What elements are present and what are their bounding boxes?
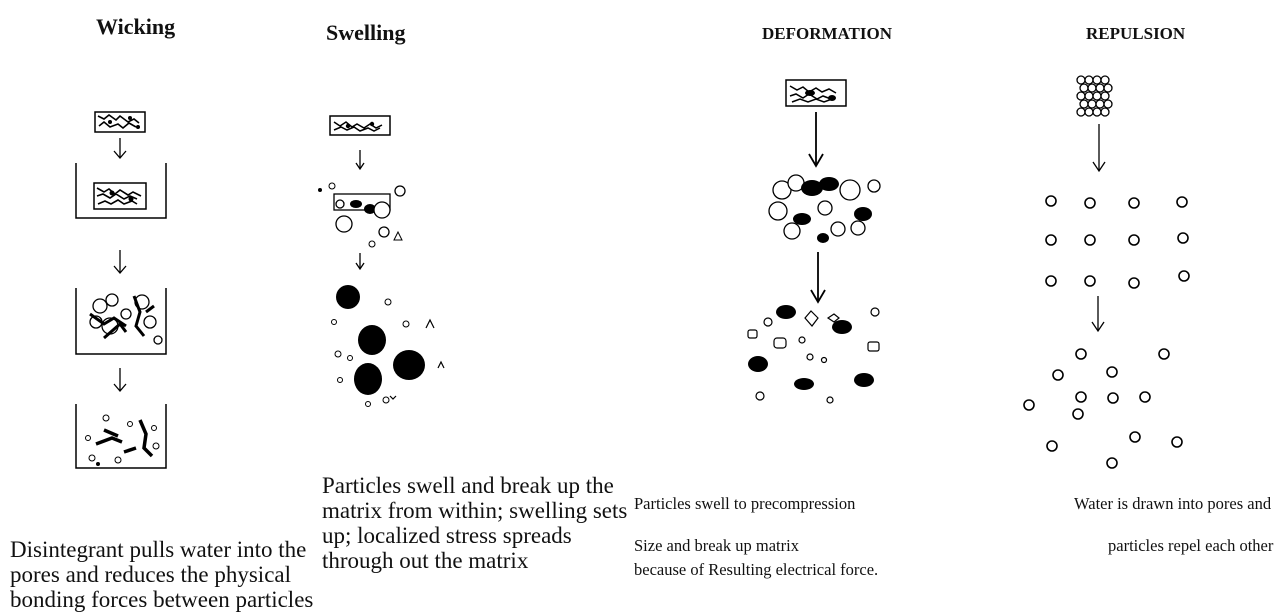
repulsion-caption-line: particles repel each other [1108, 536, 1274, 555]
dispersed-particle [1178, 270, 1190, 282]
packed-particle [1079, 83, 1089, 93]
packed-particle [1095, 99, 1105, 109]
swelling-title: Swelling [326, 20, 406, 45]
deformation-arrow-2 [810, 252, 826, 304]
deformation-caption-line: because of Resulting electrical force. [634, 560, 879, 579]
wicking-caption-line: bonding forces between particles [10, 587, 314, 612]
dispersed-particle [1128, 234, 1140, 246]
repulsion-scattered-particles [1023, 348, 1183, 469]
packed-particle [1084, 91, 1094, 101]
repulsion-caption: Water is drawn into pores and particles … [950, 494, 1286, 562]
swelling-particles-swollen [331, 285, 445, 407]
packed-particle [1100, 75, 1110, 85]
packed-particle [1087, 83, 1097, 93]
wicking-beaker-3 [75, 404, 167, 469]
wicking-caption-line: Disintegrant pulls water into the [10, 537, 307, 562]
repelled-particle [1106, 457, 1118, 469]
wicking-tablet [94, 111, 146, 133]
dispersed-particle [1128, 197, 1140, 209]
wicking-caption: Disintegrant pulls water into the pores … [10, 538, 313, 613]
packed-particle [1100, 91, 1110, 101]
repelled-particle [1129, 431, 1141, 443]
packed-particle [1103, 99, 1113, 109]
wicking-beaker-2 [75, 288, 167, 355]
repelled-particle [1072, 408, 1084, 420]
packed-particle [1084, 75, 1094, 85]
dispersed-particle [1128, 277, 1140, 289]
repelled-particle [1075, 391, 1087, 403]
wicking-beaker-1 [75, 163, 167, 219]
swelling-caption-line: up; localized stress spreads [322, 523, 572, 548]
deformation-title: DEFORMATION [762, 24, 893, 43]
repulsion-caption-line: Water is drawn into pores and [1074, 494, 1272, 513]
swelling-panel: Swelling [310, 0, 627, 606]
repelled-particle [1106, 366, 1118, 378]
packed-particle [1076, 91, 1086, 101]
dispersed-particle [1045, 234, 1057, 246]
wicking-panel: Wicking [0, 0, 313, 611]
repulsion-grid-particles [1045, 195, 1190, 289]
dispersed-particle [1084, 234, 1096, 246]
repelled-particle [1052, 369, 1064, 381]
repulsion-arrow-1 [1092, 124, 1106, 173]
repulsion-illustration [1023, 75, 1190, 469]
wicking-caption-line: pores and reduces the physical [10, 562, 292, 587]
deformation-particles-deformed [747, 305, 880, 404]
repelled-particle [1158, 348, 1170, 360]
packed-particle [1095, 83, 1105, 93]
dispersed-particle [1084, 275, 1096, 287]
wicking-arrow-2 [113, 250, 127, 274]
repelled-particle [1107, 392, 1119, 404]
packed-particle [1087, 99, 1097, 109]
repulsion-arrow-2 [1091, 296, 1105, 333]
swelling-caption-line: matrix from within; swelling sets [322, 498, 628, 523]
swelling-caption-line: Particles swell and break up the [322, 473, 614, 498]
swelling-illustration [318, 115, 445, 407]
dispersed-particle [1084, 197, 1096, 209]
repelled-particle [1075, 348, 1087, 360]
deformation-illustration [747, 79, 881, 404]
repelled-particle [1023, 399, 1035, 411]
deformation-panel: DEFORMATION [610, 0, 950, 606]
swelling-tablet [329, 115, 391, 136]
repulsion-panel: REPULSION Water is drawn into pores and … [950, 0, 1286, 606]
repelled-particle [1171, 436, 1183, 448]
packed-particle [1076, 107, 1086, 117]
repulsion-title: REPULSION [1086, 24, 1186, 43]
swelling-particles-breaking [318, 182, 406, 248]
repelled-particle [1046, 440, 1058, 452]
deformation-caption-line: Size and break up matrix [634, 536, 799, 555]
wicking-arrow-1 [113, 138, 127, 159]
deformation-caption: Particles swell to precompression Size a… [634, 494, 879, 586]
packed-particle [1100, 107, 1110, 117]
packed-particle [1092, 75, 1102, 85]
packed-particle [1084, 107, 1094, 117]
dispersed-particle [1045, 275, 1057, 287]
packed-particle [1092, 107, 1102, 117]
wicking-arrow-3 [113, 368, 127, 392]
swelling-arrow-2 [355, 253, 365, 271]
dispersed-particle [1045, 195, 1057, 207]
dispersed-particle [1176, 196, 1188, 208]
repelled-particle [1139, 391, 1151, 403]
deformation-arrow-1 [808, 112, 824, 168]
deformation-particles-swelling [768, 174, 881, 243]
packed-particle [1103, 83, 1113, 93]
packed-particle [1079, 99, 1089, 109]
wicking-title: Wicking [96, 14, 176, 39]
swelling-caption-line: through out the matrix [322, 548, 529, 573]
dispersed-particle [1177, 232, 1189, 244]
swelling-arrow-1 [355, 150, 365, 171]
packed-particle [1092, 91, 1102, 101]
packed-particle [1076, 75, 1086, 85]
deformation-tablet [785, 79, 847, 107]
swelling-caption: Particles swell and break up the matrix … [322, 474, 627, 574]
deformation-caption-line: Particles swell to precompression [634, 494, 856, 513]
repulsion-packed-particles [1076, 75, 1113, 117]
wicking-illustration [75, 111, 167, 469]
